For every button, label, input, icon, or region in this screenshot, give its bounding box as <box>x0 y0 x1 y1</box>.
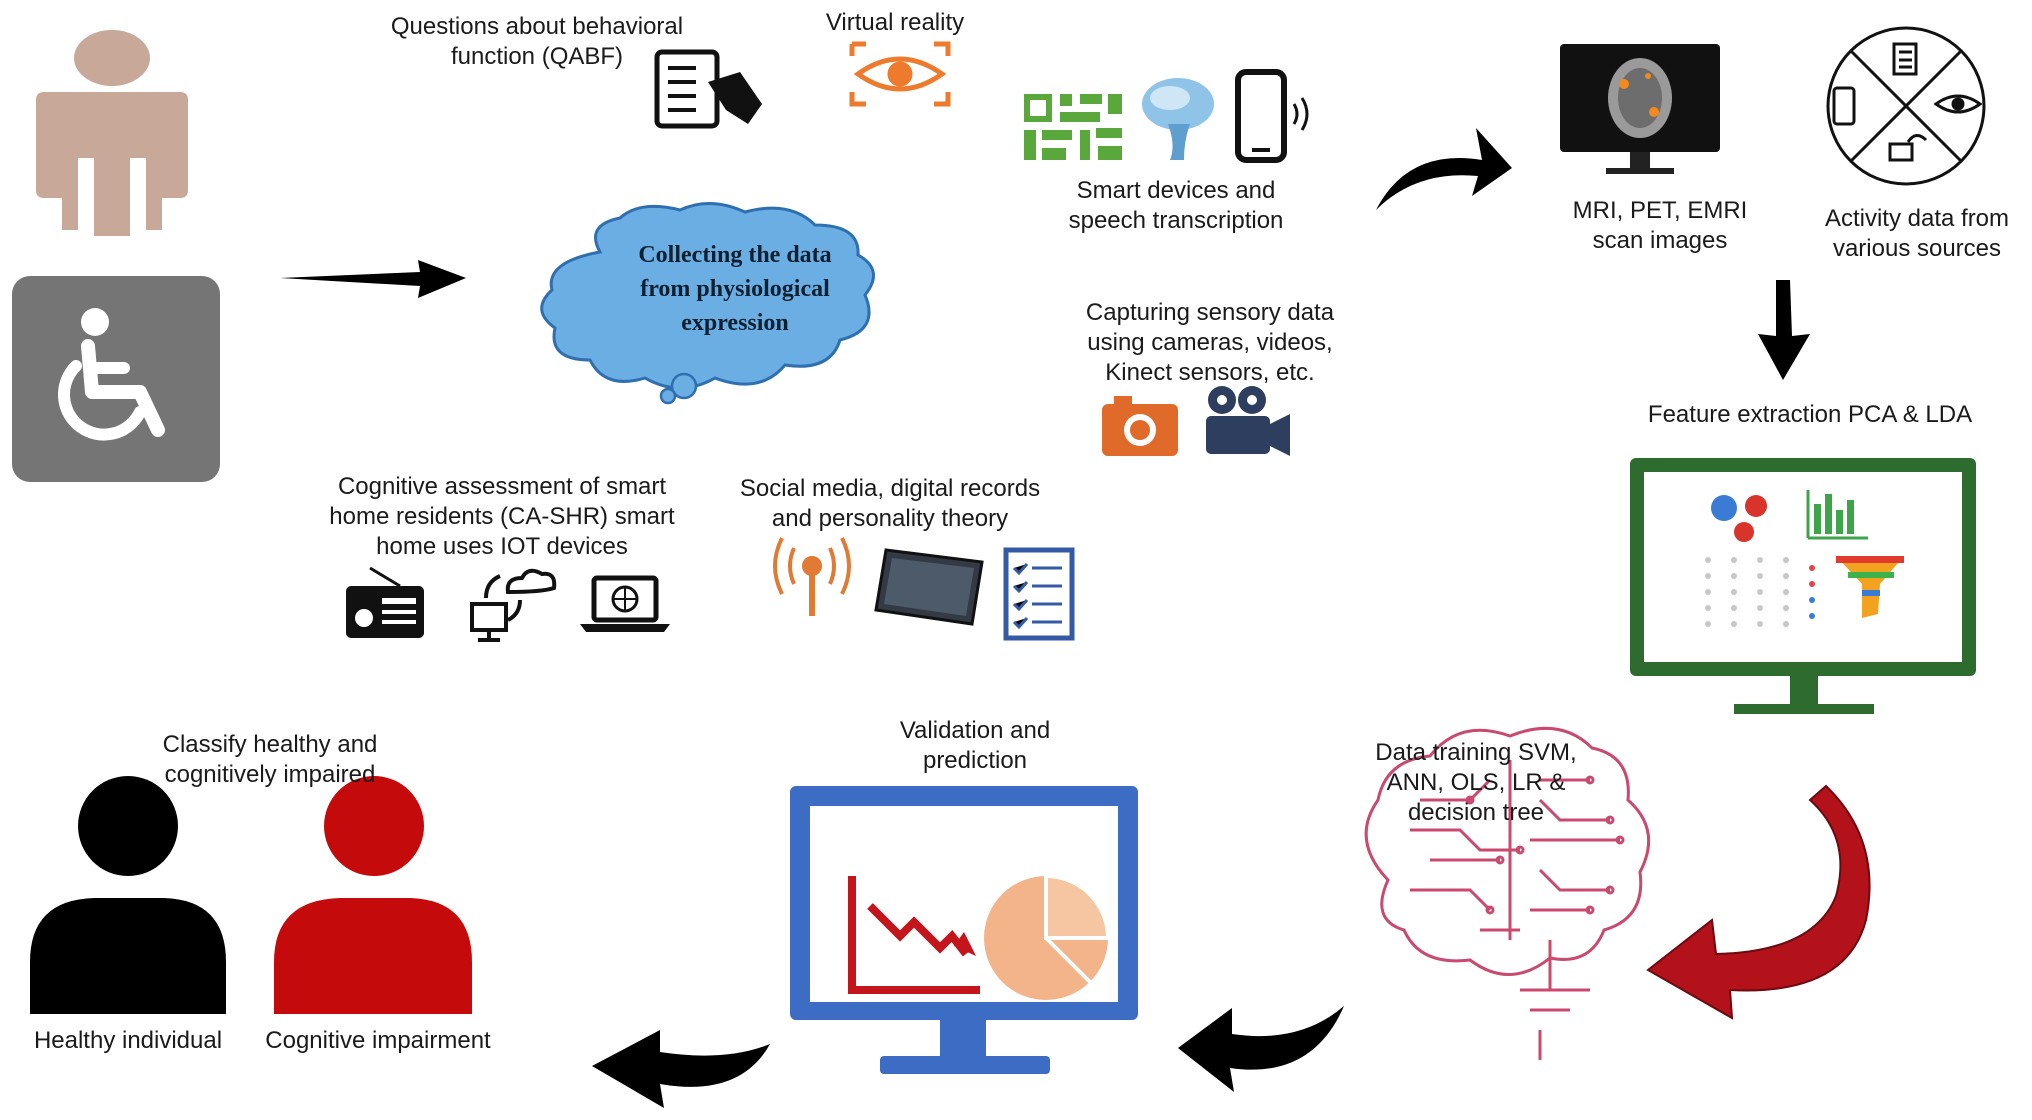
checklist-icon <box>1003 547 1075 641</box>
smart-devices-line: Smart devices and <box>1076 177 1276 204</box>
wheelchair-icon <box>12 276 220 482</box>
arrow-to-features <box>1758 280 1810 380</box>
feature-monitor-icon <box>1630 458 1976 714</box>
validation-monitor-icon <box>790 786 1138 1074</box>
ca-shr-line: Cognitive assessment of smart <box>337 473 667 500</box>
vr-label: Virtual reality <box>800 8 990 38</box>
tablet-icon <box>874 548 984 626</box>
qr-code-icon <box>1024 94 1122 160</box>
checklist-tablet-icon <box>654 49 762 129</box>
radio-icon <box>346 566 424 638</box>
validation-line: prediction <box>922 747 1028 774</box>
sensory-line: using cameras, videos, <box>1087 329 1333 356</box>
classify-label: Classify healthy and cognitively impaire… <box>130 730 410 790</box>
social-label: Social media, digital records and person… <box>720 474 1060 534</box>
camera-icon <box>1102 396 1178 456</box>
classify-line: cognitively impaired <box>164 761 376 788</box>
activity-line: Activity data from <box>1824 205 2010 232</box>
training-label: Data training SVM, ANN, OLS, LR & decisi… <box>1346 738 1606 828</box>
smart-devices-line: speech transcription <box>1068 207 1284 234</box>
cerebellum-icon <box>1142 78 1214 160</box>
impairment-line: Cognitive impairment <box>265 1027 491 1054</box>
impairment-label: Cognitive impairment <box>250 1026 506 1056</box>
smartphone-icon <box>1235 69 1309 163</box>
video-camera-icon <box>1206 386 1290 456</box>
laptop-icon <box>580 575 670 632</box>
ca-shr-line: home uses IOT devices <box>376 533 628 560</box>
cloud-line: from physiological <box>640 276 830 302</box>
arrow-to-classification <box>592 1030 770 1108</box>
arrow-to-validation <box>1178 1006 1344 1092</box>
qabf-line: function (QABF) <box>450 43 624 70</box>
activity-circle-icon <box>1826 26 1986 186</box>
ca-shr-label: Cognitive assessment of smart home resid… <box>312 472 692 562</box>
sensory-line: Capturing sensory data <box>1085 299 1335 326</box>
classify-line: Classify healthy and <box>162 731 378 758</box>
data-collection-cloud <box>540 201 875 405</box>
healthy-label: Healthy individual <box>10 1026 246 1056</box>
sensory-line: Kinect sensors, etc. <box>1105 359 1315 386</box>
training-line: Data training SVM, <box>1375 739 1577 766</box>
validation-line: Validation and <box>899 717 1051 744</box>
cloud-line: expression <box>681 310 789 336</box>
feature-label: Feature extraction PCA & LDA <box>1620 400 2000 430</box>
arrow-to-scans <box>1376 128 1512 210</box>
feature-line: Feature extraction PCA & LDA <box>1647 401 1973 428</box>
qabf-label: Questions about behavioral function (QAB… <box>372 12 702 72</box>
training-line: decision tree <box>1407 799 1545 826</box>
smart-devices-label: Smart devices and speech transcription <box>1036 176 1316 236</box>
activity-line: various sources <box>1832 235 2002 262</box>
healthy-person-icon <box>30 776 226 1014</box>
brain-scan-monitor-icon <box>1560 44 1720 174</box>
antenna-icon <box>773 537 851 616</box>
arrow-to-cloud <box>280 260 466 298</box>
ca-shr-line: home residents (CA-SHR) smart <box>329 503 675 530</box>
activity-label: Activity data from various sources <box>1810 204 2024 264</box>
training-line: ANN, OLS, LR & <box>1386 769 1566 796</box>
sensory-label: Capturing sensory data using cameras, vi… <box>1060 298 1360 388</box>
person-icon <box>36 30 188 236</box>
cloud-line: Collecting the data <box>638 242 832 268</box>
cloud-label: Collecting the data from physiological e… <box>560 238 910 340</box>
mri-line: scan images <box>1592 227 1728 254</box>
vr-eye-icon <box>849 41 951 107</box>
arrow-to-training <box>1646 784 1871 1020</box>
validation-label: Validation and prediction <box>860 716 1090 776</box>
cloud-network-icon <box>470 568 557 642</box>
mri-label: MRI, PET, EMRI scan images <box>1540 196 1780 256</box>
vr-line: Virtual reality <box>825 9 965 36</box>
social-line: Social media, digital records <box>739 475 1041 502</box>
social-line: and personality theory <box>771 505 1009 532</box>
impaired-person-icon <box>274 776 472 1014</box>
healthy-line: Healthy individual <box>33 1027 223 1054</box>
mri-line: MRI, PET, EMRI <box>1572 197 1748 224</box>
qabf-line: Questions about behavioral <box>390 13 684 40</box>
circuit-brain-icon <box>1364 726 1651 1060</box>
